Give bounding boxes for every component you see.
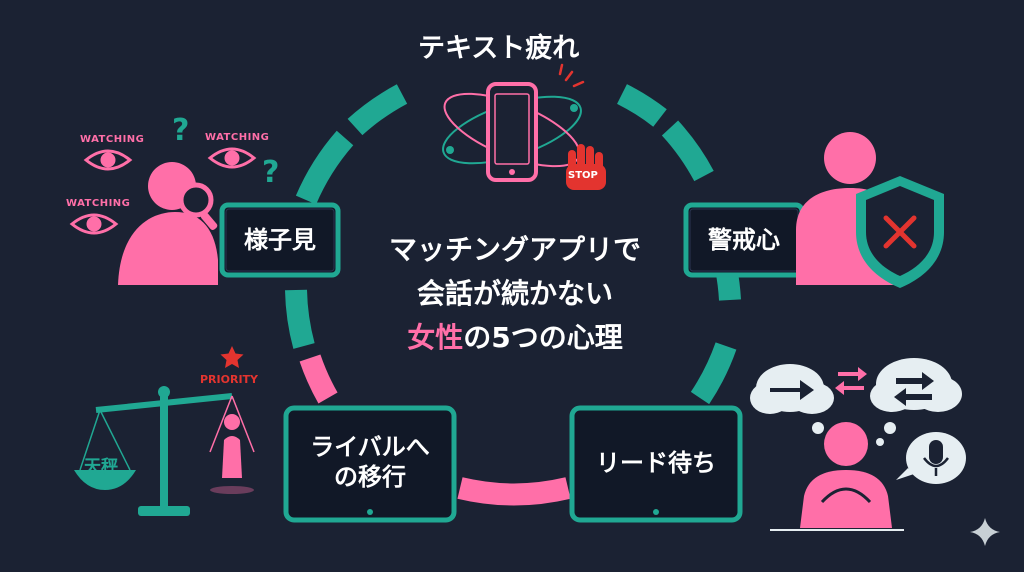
ring-segment	[690, 342, 737, 405]
title-line2: 会話が続かない	[416, 277, 613, 310]
person-body-icon	[222, 436, 242, 478]
thinking-illustration	[750, 358, 966, 531]
person-body-icon	[800, 470, 892, 528]
title-highlight: 女性	[407, 321, 464, 354]
scale-pan-left	[74, 470, 136, 490]
scale-illustration	[74, 346, 255, 516]
swap-arrows-icon	[894, 372, 934, 406]
sparkle-icon	[970, 518, 1000, 546]
microphone-bubble-icon	[896, 432, 966, 484]
thought-bubble-icon	[870, 358, 962, 446]
eye-icons	[69, 147, 257, 235]
ring-segment	[616, 84, 667, 127]
title-line3: 女性の5つの心理	[350, 316, 680, 360]
reason-bottom-right-label: リード待ち	[596, 449, 716, 477]
reason-bottom-left-label: ライバルへ の移行	[286, 432, 454, 492]
priority-tag: PRIORITY	[200, 373, 259, 386]
card-bottom-left-frame	[283, 405, 457, 523]
scale-tag: 天秤	[84, 457, 118, 477]
cross-icon	[883, 215, 917, 249]
title-line3-rest: の5つの心理	[463, 321, 623, 354]
reason-right-label: 警戒心	[708, 226, 780, 254]
phone-icon	[486, 82, 538, 182]
eye-icon	[83, 149, 133, 171]
swap-arrows-pink-icon	[835, 367, 867, 395]
ring-segment	[299, 354, 338, 404]
person-head-icon	[224, 414, 240, 430]
ring-segment	[661, 120, 714, 182]
title-line1: マッチングアプリで	[388, 233, 641, 266]
ring-segment	[457, 477, 571, 506]
card-bottom-right-frame	[569, 405, 743, 523]
eye-icon	[207, 147, 257, 169]
ring-segment	[285, 289, 315, 349]
stop-hand-icon	[566, 144, 606, 190]
reason-bottom-left-line1: ライバルへ	[310, 433, 430, 461]
reason-top-label: テキスト疲れ	[418, 33, 580, 64]
ring-segment	[347, 84, 408, 136]
reason-left-label: 様子見	[244, 226, 316, 254]
center-title: マッチングアプリで 会話が続かない 女性の5つの心理	[350, 228, 680, 360]
stop-tag: STOP	[568, 170, 598, 181]
card-left-frame	[219, 202, 341, 278]
ring-segment	[295, 130, 354, 205]
watching-tag: WATCHING	[80, 134, 145, 145]
magnifier-icon	[178, 182, 214, 218]
watching-tag: WATCHING	[66, 198, 131, 209]
thought-bubble-icon	[750, 364, 834, 446]
question-mark-icon: ?	[172, 113, 189, 148]
eye-icon	[69, 213, 119, 235]
reason-bottom-left-line2: の移行	[334, 463, 406, 491]
person-head-icon	[824, 422, 868, 466]
person-head-icon	[824, 132, 876, 184]
arrow-right-icon	[770, 380, 814, 400]
phone-orbit-illustration	[442, 63, 606, 190]
guard-illustration	[796, 132, 944, 288]
watching-tag: WATCHING	[205, 132, 270, 143]
watcher-illustration	[118, 162, 218, 285]
question-mark-icon: ?	[262, 155, 279, 190]
person-body-icon	[118, 212, 218, 285]
question-mark-icons: ? ?	[172, 113, 279, 190]
star-icon	[220, 346, 244, 368]
cycle-ring	[285, 84, 741, 506]
